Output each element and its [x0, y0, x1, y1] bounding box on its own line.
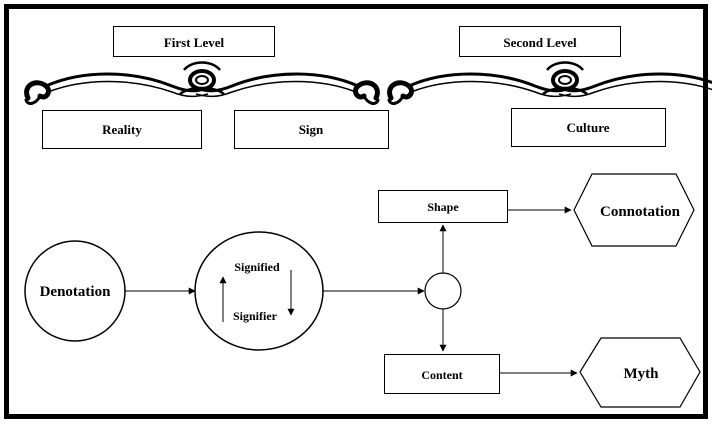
junction-node	[424, 272, 462, 310]
second-level-box: Second Level	[459, 26, 621, 57]
first-level-label: First Level	[164, 35, 225, 50]
denotation-node: Denotation	[24, 240, 126, 342]
connotation-label: Connotation	[600, 204, 681, 220]
myth-node: Myth	[579, 337, 701, 408]
culture-label: Culture	[566, 120, 609, 135]
denotation-label: Denotation	[40, 284, 111, 300]
sign-node: Signified Signifier	[194, 231, 324, 351]
signifier-label: Signifier	[233, 309, 278, 323]
shape-label: Shape	[427, 200, 459, 214]
content-label: Content	[421, 368, 462, 382]
sign-box: Sign	[234, 110, 389, 149]
second-level-label: Second Level	[503, 35, 577, 50]
culture-box: Culture	[511, 108, 666, 147]
first-level-box: First Level	[113, 26, 275, 57]
connotation-node: Connotation	[573, 173, 695, 247]
shape-box: Shape	[378, 190, 508, 223]
sign-label: Sign	[299, 122, 324, 137]
content-box: Content	[384, 354, 500, 394]
signified-label: Signified	[234, 260, 280, 274]
reality-box: Reality	[42, 110, 202, 149]
myth-label: Myth	[624, 366, 660, 382]
reality-label: Reality	[102, 122, 142, 137]
